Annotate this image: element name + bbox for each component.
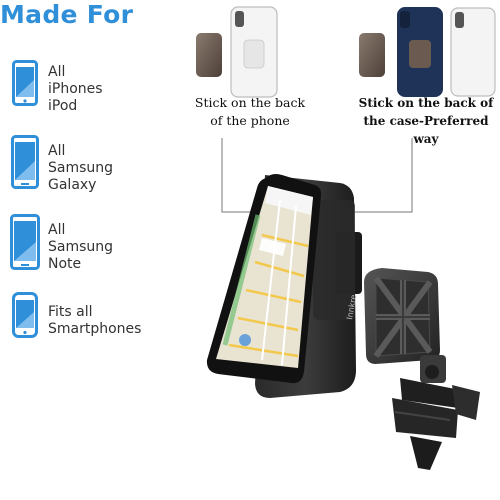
device-label: All Samsung Galaxy: [48, 143, 114, 193]
air-vent-clip: [392, 355, 480, 470]
samsung-note-icon: [10, 214, 40, 270]
option-phone-back: Stick on the back of the phone: [180, 0, 320, 140]
connector-line-right: [355, 138, 413, 213]
brand-logo: Innkre: [345, 294, 358, 320]
phone-back-icon: [450, 7, 496, 97]
caption-case-back: Stick on the back of the case-Preferred …: [358, 96, 494, 146]
device-label: Fits all Smartphones: [48, 304, 142, 337]
smartphone-icon: [12, 292, 38, 338]
caption-phone-back: Stick on the back of the phone: [194, 95, 306, 128]
samsung-galaxy-icon: [11, 135, 39, 189]
device-label: All Samsung Note: [48, 222, 114, 272]
magnetic-mount-head: Innkre: [345, 268, 440, 364]
iphone-icon: [12, 60, 38, 106]
phone-screen: [206, 174, 322, 384]
metal-plate-icon: [359, 33, 385, 77]
metal-plate-icon: [196, 33, 222, 77]
option-case-back: Stick on the back of the case-Preferred …: [352, 0, 500, 146]
phone-back-icon: [230, 6, 278, 98]
made-for-title: Made For: [0, 0, 134, 29]
device-label: All iPhones iPod: [48, 64, 103, 114]
blue-case-icon: [397, 7, 443, 97]
